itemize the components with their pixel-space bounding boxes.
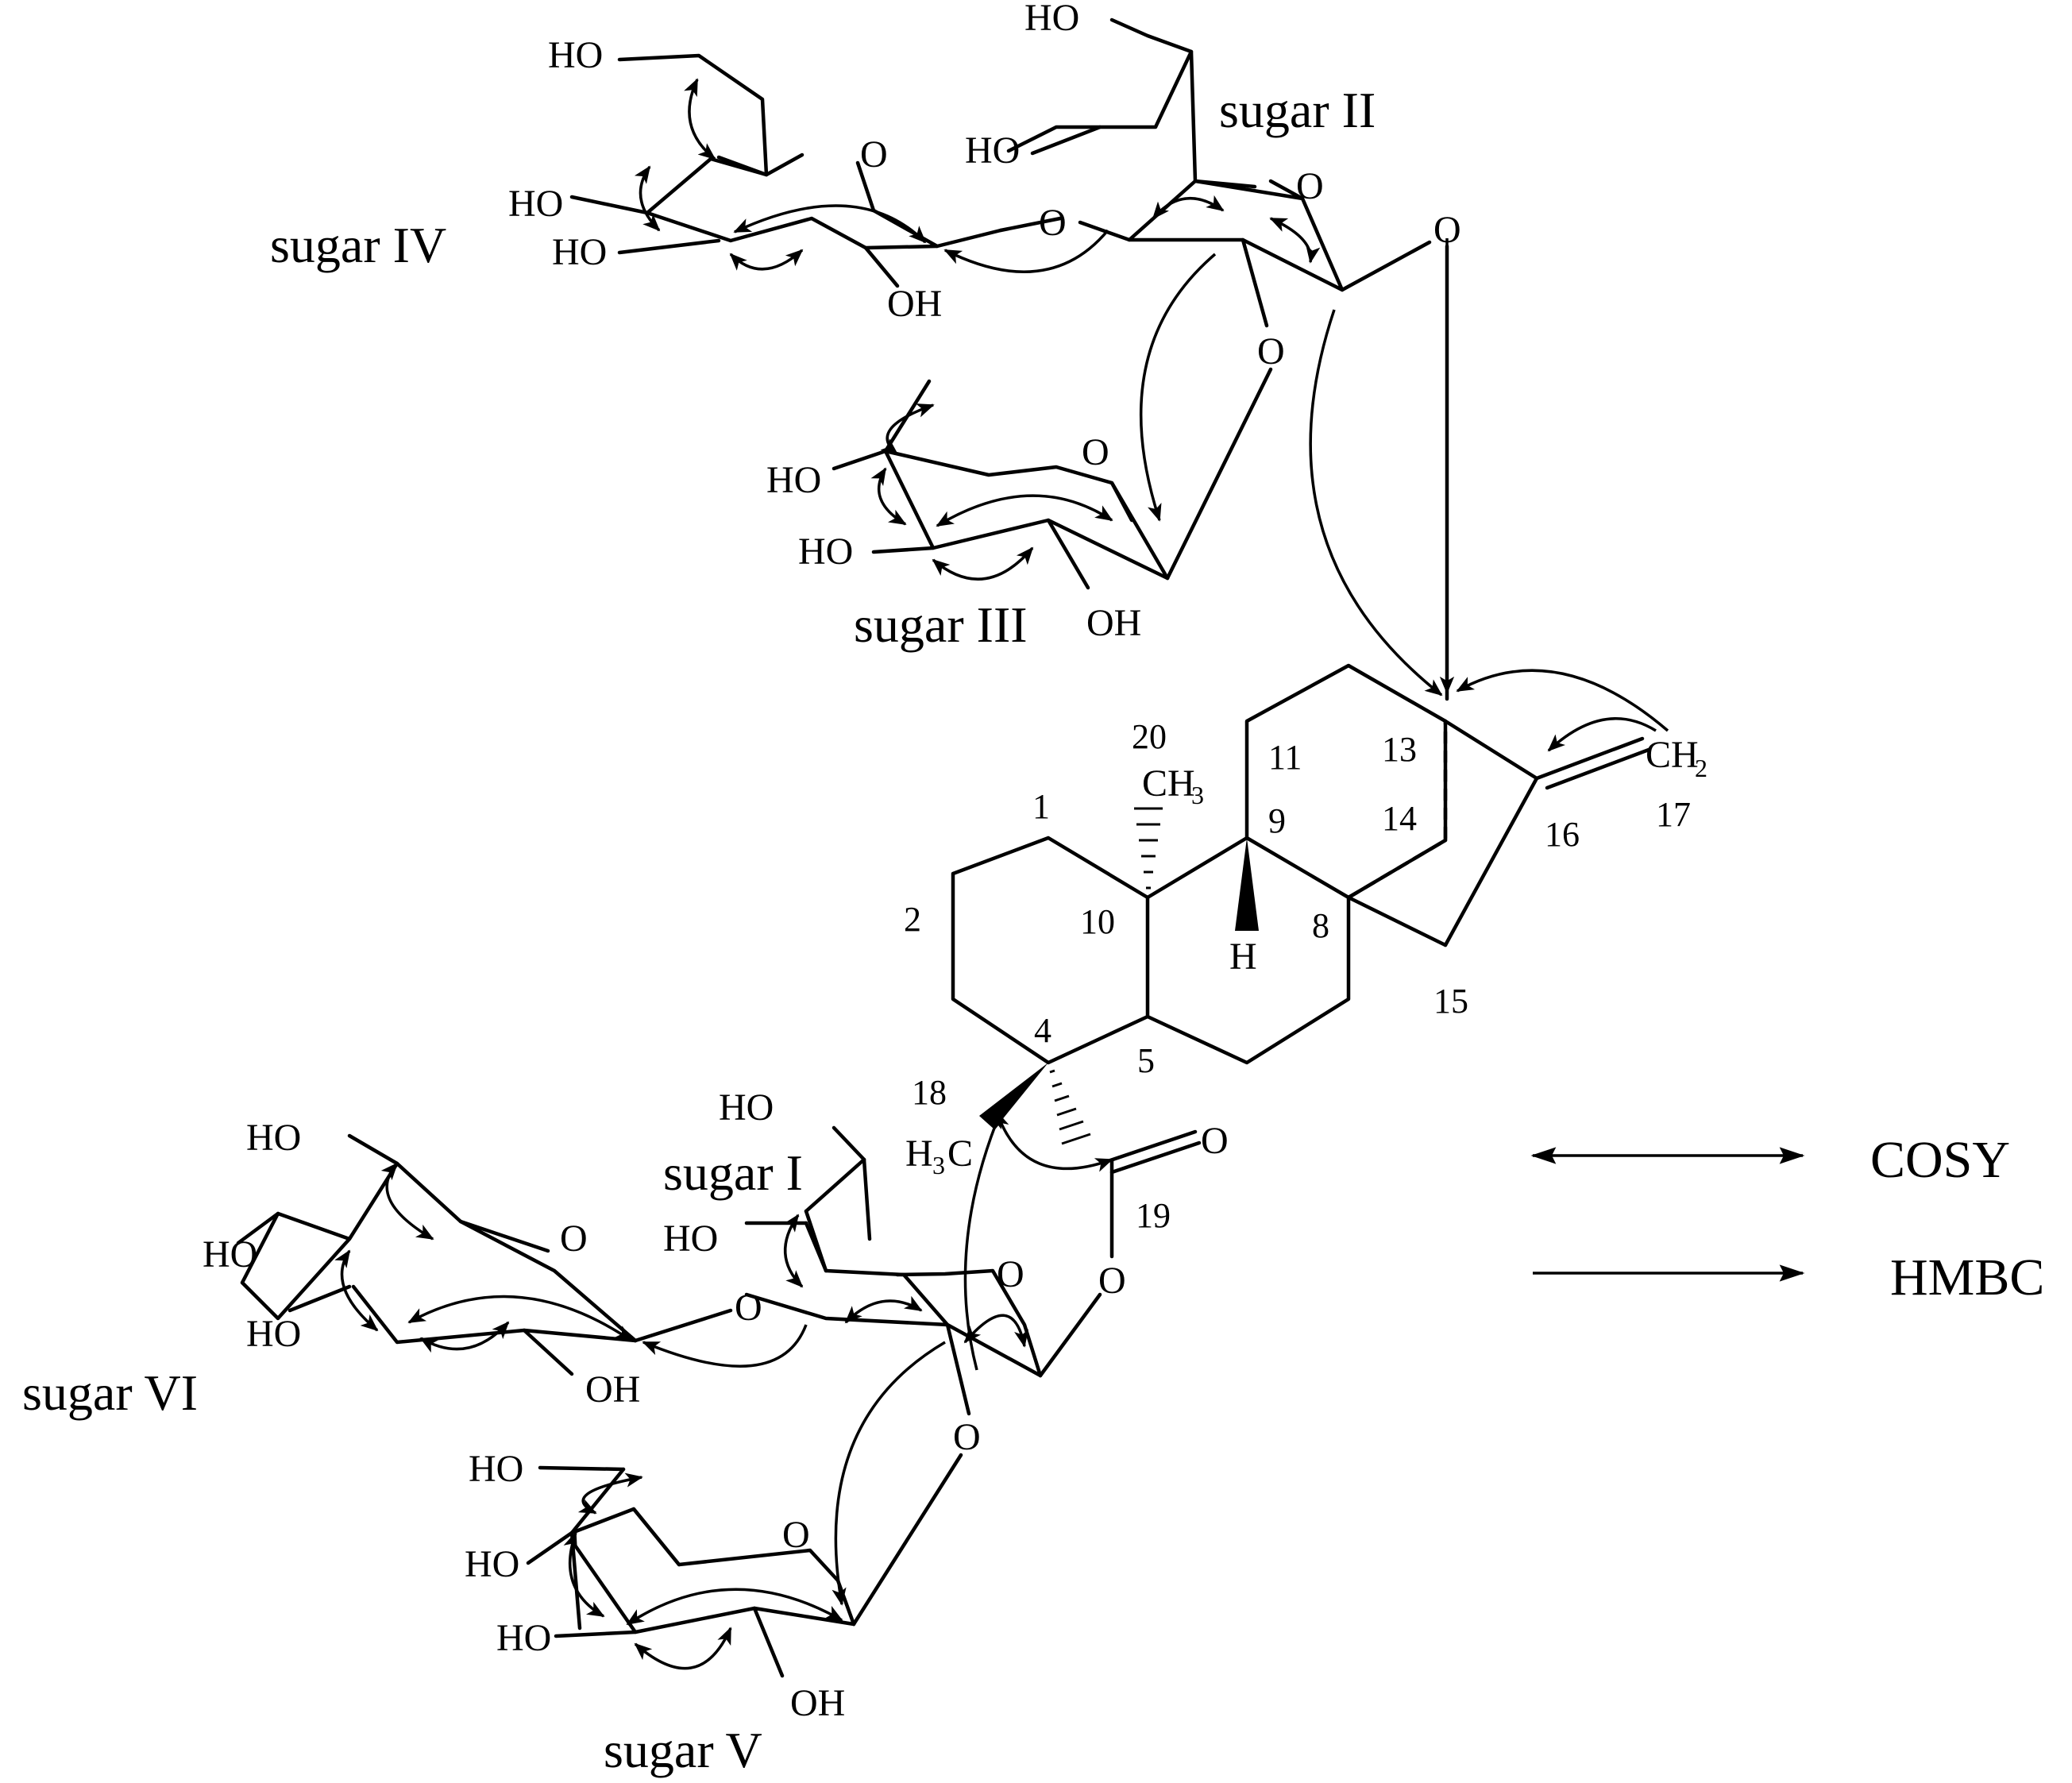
atom-label: HO — [766, 459, 821, 501]
atom-subscript: 3 — [932, 1151, 945, 1179]
atom-label: O — [1433, 209, 1461, 251]
atom-label: O — [1296, 165, 1324, 207]
carbon-number: 11 — [1268, 738, 1302, 777]
atom-label: OH — [1086, 602, 1141, 644]
atom-label: HO — [798, 531, 853, 573]
atom-label: H — [905, 1133, 933, 1175]
atom-label: HO — [203, 1233, 257, 1276]
atom-label: OH — [790, 1682, 845, 1724]
carbon-number: 8 — [1312, 906, 1329, 945]
carbon-number: 13 — [1382, 730, 1417, 769]
atom-subscript: 3 — [1191, 781, 1204, 809]
atom-label: HO — [465, 1543, 519, 1585]
atom-label: HO — [508, 183, 563, 225]
atom-label: HO — [663, 1218, 718, 1260]
carbon-number: 2 — [904, 900, 921, 939]
sugar-v-ring — [526, 1453, 963, 1678]
aglycone-skeleton — [951, 244, 1651, 1378]
atom-label: HO — [552, 231, 607, 273]
correlation-arrows — [334, 78, 1669, 1670]
carbon-number: 14 — [1382, 799, 1417, 838]
atom-label: OH — [887, 283, 942, 325]
carbon-number: 16 — [1545, 815, 1580, 854]
sugar-ii-ring — [998, 17, 1432, 328]
atom-label: HO — [496, 1617, 551, 1659]
atom-label: HO — [246, 1313, 301, 1355]
c20-hashed-bond — [1134, 807, 1163, 890]
sugar-labels: sugar I sugar II sugar III sugar IV suga… — [22, 82, 1376, 1778]
atom-label: HO — [246, 1117, 301, 1159]
carbon-number: 17 — [1656, 795, 1691, 834]
c19-hashed-bond — [1049, 1069, 1091, 1145]
atom-label: HO — [1024, 0, 1079, 39]
sugar-label-ii: sugar II — [1219, 82, 1376, 138]
sugar-vi-ring — [236, 1133, 733, 1376]
atom-label: O — [1082, 431, 1109, 473]
sugar-label-iii: sugar III — [854, 596, 1028, 653]
carbon-number: 10 — [1080, 902, 1115, 941]
atom-label: O — [560, 1218, 588, 1260]
carbon-number: 4 — [1034, 1011, 1051, 1050]
atom-label: HO — [469, 1448, 523, 1490]
atom-label: HO — [548, 34, 603, 76]
atom-labels: HO HO HO O O OH HO HO O O O O HO HO OH H… — [203, 0, 1707, 1724]
atom-label: O — [997, 1253, 1024, 1295]
sugar-iii-ring — [832, 367, 1273, 590]
carbon-number: 1 — [1032, 787, 1050, 826]
atom-label: O — [735, 1287, 762, 1329]
atom-label: O — [860, 133, 888, 176]
sugar-label-vi: sugar VI — [22, 1364, 198, 1421]
atom-label: OH — [585, 1368, 640, 1411]
atom-label: O — [782, 1514, 810, 1556]
carbon-number: 15 — [1433, 982, 1468, 1021]
sugar-label-v: sugar V — [604, 1722, 762, 1778]
carbon-number: 20 — [1132, 717, 1167, 756]
atom-label: O — [953, 1416, 981, 1458]
atom-label: O — [1039, 202, 1067, 244]
atom-label: CH — [1646, 734, 1699, 776]
atom-label: C — [947, 1133, 973, 1175]
sugar-label-i: sugar I — [663, 1144, 803, 1201]
carbon-number: 9 — [1268, 801, 1286, 840]
carbon-numbers: 1 2 4 5 8 9 10 11 13 14 15 16 17 18 19 2… — [904, 717, 1691, 1235]
sugar-label-iv: sugar IV — [270, 217, 446, 273]
carbon-number: 5 — [1137, 1041, 1155, 1080]
atom-label: O — [1201, 1120, 1229, 1162]
carbon-number: 19 — [1136, 1196, 1171, 1235]
atom-label: O — [1098, 1260, 1126, 1302]
atom-label: O — [1257, 330, 1285, 372]
sugar-iv-ring — [569, 53, 1003, 288]
atom-label: HO — [719, 1086, 774, 1129]
carbon-number: 18 — [912, 1073, 947, 1112]
atom-label: CH — [1142, 762, 1195, 805]
atom-subscript: 2 — [1695, 754, 1707, 782]
legend-hmbc-label: HMBC — [1890, 1248, 2044, 1306]
atom-label: HO — [965, 129, 1020, 172]
legend-cosy-label: COSY — [1870, 1131, 2010, 1189]
atom-label: H — [1229, 936, 1257, 978]
legend: COSY HMBC — [1530, 1131, 2044, 1306]
